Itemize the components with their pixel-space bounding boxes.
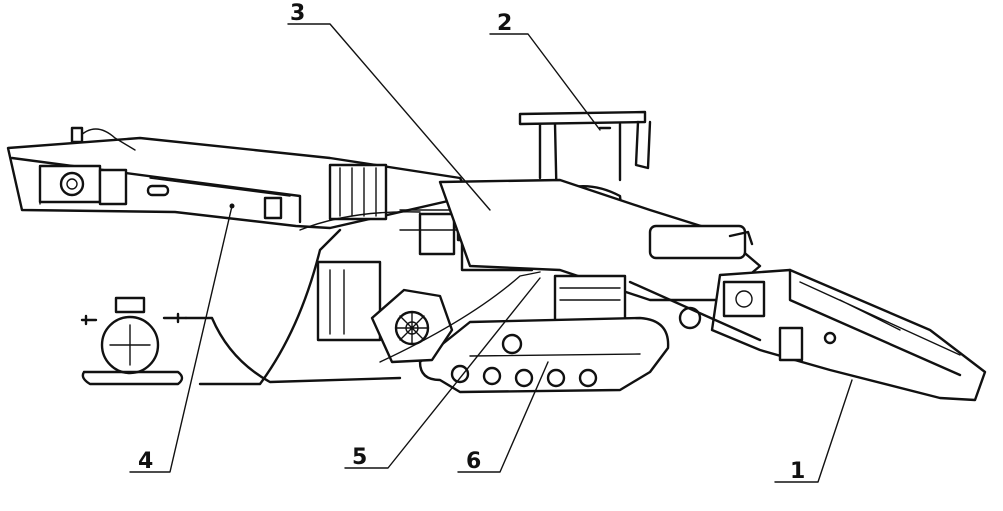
callout-2: 2 (497, 11, 512, 36)
crawler-track (370, 288, 670, 394)
callout-1: 1 (790, 459, 805, 484)
callout-3: 3 (290, 1, 305, 26)
boom-arm (6, 126, 472, 230)
loading-apron (628, 268, 987, 402)
callout-6: 6 (466, 449, 481, 474)
cable-routing (299, 211, 541, 363)
leader-lines (129, 23, 853, 483)
cable-reel (80, 228, 402, 386)
callout-5: 5 (352, 445, 367, 470)
callout-4: 4 (138, 449, 153, 474)
